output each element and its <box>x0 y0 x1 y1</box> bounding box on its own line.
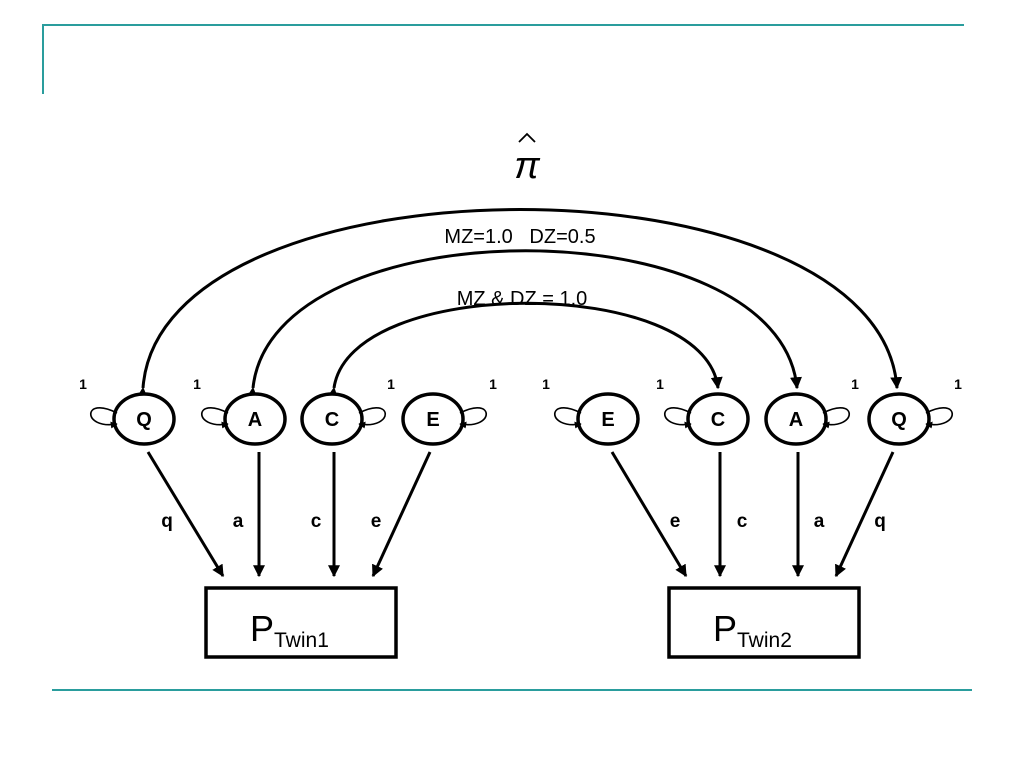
twin1-path-arrow-q <box>146 451 225 578</box>
twin2-path-label-q: q <box>874 511 886 532</box>
twin1-variance-q: 1 <box>79 376 87 392</box>
twin2-path-arrow-e <box>610 451 688 578</box>
twin1-variance-e: 1 <box>489 376 497 392</box>
twin2-factor-c: C <box>686 392 750 446</box>
twin1-path-arrow-e <box>371 451 432 578</box>
c-correlation-label: MZ & DZ = 1.0 <box>457 288 588 310</box>
twin2-path-arrow-q <box>834 451 895 578</box>
phenotype-box-twin1: PTwin1 <box>204 586 398 659</box>
svg-text:π: π <box>514 145 541 187</box>
twin2-variance-q: 1 <box>954 376 962 392</box>
svg-text:E: E <box>601 409 614 431</box>
twin2-path-label-c: c <box>737 511 748 532</box>
a-correlation-label: MZ=1.0 DZ=0.5 <box>444 226 595 248</box>
estimate-symbol: π <box>514 132 541 187</box>
phenotype-box-twin2: PTwin2 <box>667 586 861 659</box>
twin1-variance-loop-c <box>358 407 386 429</box>
twin1-factor-a: A <box>223 392 287 446</box>
svg-text:E: E <box>426 409 439 431</box>
svg-text:Q: Q <box>136 409 152 431</box>
twin2-variance-loop-q <box>925 407 953 429</box>
twin1-path-label-q: q <box>161 511 173 532</box>
svg-text:PTwin2: PTwin2 <box>713 608 792 652</box>
q-correlation-arc <box>136 208 903 400</box>
twin2-variance-loop-a <box>822 407 850 429</box>
twin1-path-label-c: c <box>311 511 322 532</box>
twin2-path-label-a: a <box>814 511 825 532</box>
twin1-factor-c: C <box>300 392 364 446</box>
twin2-variance-loop-c <box>664 407 692 429</box>
twin2-variance-loop-e <box>554 407 582 429</box>
twin2-variance-c: 1 <box>656 376 664 392</box>
c-correlation-arc <box>326 301 723 400</box>
twin1-variance-loop-e <box>459 407 487 429</box>
twin1-variance-c: 1 <box>387 376 395 392</box>
twin1-factor-e: E <box>401 392 465 446</box>
frame-bottom-rule <box>52 689 972 691</box>
twin2-variance-a: 1 <box>851 376 859 392</box>
twin1-variance-loop-q <box>90 407 118 429</box>
svg-text:Q: Q <box>891 409 907 431</box>
twin1-factor-q: Q <box>112 392 176 446</box>
twin1-path-label-e: e <box>371 511 382 532</box>
svg-text:C: C <box>325 409 339 431</box>
twin1-variance-a: 1 <box>193 376 201 392</box>
frame-top-rule <box>42 24 964 26</box>
twin2-factor-q: Q <box>867 392 931 446</box>
twin1-variance-loop-a <box>201 407 229 429</box>
frame-left-rule <box>42 24 44 94</box>
svg-text:PTwin1: PTwin1 <box>250 608 329 652</box>
a-correlation-arc <box>245 249 802 400</box>
twin2-factor-e: E <box>576 392 640 446</box>
twin1-path-label-a: a <box>233 511 244 532</box>
twin2-variance-e: 1 <box>542 376 550 392</box>
svg-text:A: A <box>248 409 262 431</box>
svg-text:A: A <box>789 409 803 431</box>
twin2-factor-a: A <box>764 392 828 446</box>
twin2-path-label-e: e <box>670 511 681 532</box>
svg-text:C: C <box>711 409 725 431</box>
